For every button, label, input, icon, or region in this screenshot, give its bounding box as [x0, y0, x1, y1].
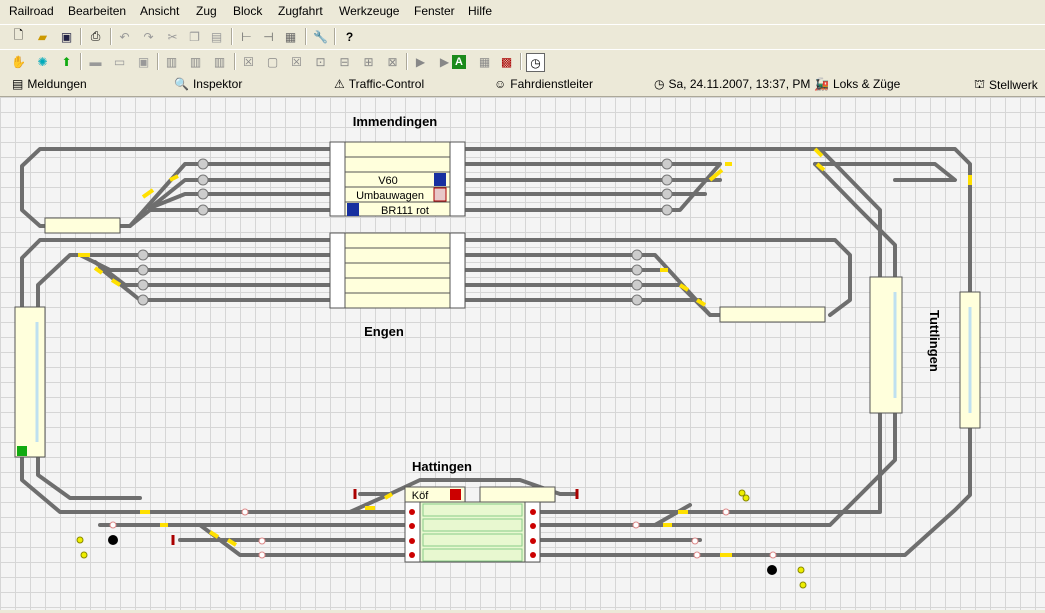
- clock-icon[interactable]: ◷: [526, 53, 545, 72]
- hattingen-blocks[interactable]: [404, 501, 541, 563]
- menu-bearbeiten[interactable]: Bearbeiten: [68, 4, 127, 18]
- open-icon[interactable]: ▰: [37, 29, 48, 44]
- clock-icon: ◷: [654, 77, 665, 91]
- traffic-icon: ⚠: [334, 77, 345, 91]
- tuttlingen-block-1[interactable]: [869, 276, 903, 414]
- dispatcher-icon: ☺: [494, 77, 507, 91]
- menu-block[interactable]: Block: [233, 4, 263, 18]
- track-layout: Immendingen V60 Umbauwagen BR111 rot Eng…: [14, 114, 981, 589]
- siding-block-engen[interactable]: [719, 306, 826, 323]
- tools-icon[interactable]: 🔧: [313, 29, 328, 44]
- control-toolbar: ✋ ✺ ⬆ ▬ ▭ ▣ ▥ ▥ ▥ ☒ ▢ ☒ ⊡ ⊟ ⊞ ⊠ ▶ ▶ A ▦ …: [0, 49, 1045, 75]
- tag-icon[interactable]: ▶: [415, 54, 426, 69]
- menu-ansicht[interactable]: Ansicht: [140, 4, 180, 18]
- occupied-segments: [78, 147, 972, 557]
- lamp-indicators: [76, 489, 807, 589]
- signal-box-icon[interactable]: ▩: [500, 54, 513, 69]
- arrow-box-icon[interactable]: ⊞: [363, 54, 374, 69]
- tracks: [20, 147, 972, 557]
- block-icon[interactable]: ▥: [165, 54, 178, 69]
- signalbox-icon: ⛫: [974, 77, 986, 91]
- engen-blocks[interactable]: [329, 232, 466, 309]
- enter-icon[interactable]: ⊡: [315, 54, 326, 69]
- cross-icon[interactable]: ☒: [291, 54, 302, 69]
- menu-railroad[interactable]: Railroad: [9, 4, 54, 18]
- station-hattingen: Hattingen: [412, 459, 472, 474]
- block3-icon[interactable]: ▥: [213, 54, 226, 69]
- immendingen-blocks[interactable]: [329, 141, 466, 217]
- emergency-icon[interactable]: ✺: [37, 54, 48, 69]
- stop-icon[interactable]: ✋: [11, 54, 26, 69]
- station-immendingen: Immendingen: [353, 114, 438, 129]
- redo-icon[interactable]: ↷: [143, 29, 154, 44]
- cut-icon[interactable]: ✂: [167, 29, 178, 44]
- inspector-icon: 🔍: [174, 77, 189, 91]
- db-icon[interactable]: ▦: [478, 54, 491, 69]
- tag2-icon[interactable]: ▶: [439, 54, 450, 69]
- siding-block-immendingen[interactable]: [44, 217, 121, 234]
- menu-hilfe[interactable]: Hilfe: [468, 4, 493, 18]
- undo-icon[interactable]: ↶: [119, 29, 130, 44]
- hattingen-signals[interactable]: [109, 508, 777, 559]
- train-koef[interactable]: Köf: [412, 490, 429, 502]
- menu-fenster[interactable]: Fenster: [414, 4, 455, 18]
- square-icon[interactable]: ▢: [266, 54, 279, 69]
- panel-meldungen[interactable]: ▤Meldungen: [12, 77, 87, 91]
- paste-icon[interactable]: ▤: [210, 29, 223, 44]
- datetime[interactable]: ◷Sa, 24.11.2007, 13:37, PM: [654, 77, 811, 91]
- hattingen-siding-block[interactable]: [479, 486, 556, 503]
- help-icon[interactable]: ?: [345, 29, 354, 44]
- new-icon[interactable]: 🗋: [13, 28, 24, 42]
- block2-icon[interactable]: ▥: [189, 54, 202, 69]
- train-br111[interactable]: BR111 rot: [381, 205, 429, 217]
- menu-zug[interactable]: Zug: [196, 4, 217, 18]
- panels-bar: ▤Meldungen 🔍Inspektor ⚠Traffic-Control ☺…: [0, 74, 1045, 97]
- track-diagram[interactable]: Immendingen V60 Umbauwagen BR111 rot Eng…: [0, 97, 1045, 610]
- koef-loco-icon[interactable]: [450, 489, 461, 500]
- main-toolbar: 🗋 ▰ ▣ ⎙ ↶ ↷ ✂ ❐ ▤ ⊢ ⊣ ▦ 🔧 ?: [0, 24, 1045, 50]
- loco-icon: 🚂: [814, 77, 829, 91]
- exit-icon[interactable]: ⊟: [339, 54, 350, 69]
- properties-icon[interactable]: ▦: [284, 29, 297, 44]
- messages-icon: ▤: [12, 77, 24, 91]
- station-tuttlingen: Tuttlingen: [927, 310, 942, 372]
- panel-inspektor[interactable]: 🔍Inspektor: [174, 77, 243, 91]
- panel-traffic[interactable]: ⚠Traffic-Control: [334, 77, 425, 91]
- signals[interactable]: [137, 158, 673, 306]
- panel-stellwerk[interactable]: ⛫Stellwerk: [974, 77, 1038, 92]
- save-icon[interactable]: ▣: [60, 29, 73, 44]
- arrow-right-box-icon[interactable]: ⊠: [387, 54, 398, 69]
- print-icon[interactable]: ⎙: [90, 29, 101, 43]
- menu-werkzeuge[interactable]: Werkzeuge: [339, 4, 400, 18]
- close-block-icon[interactable]: ☒: [243, 54, 254, 69]
- loco-icon[interactable]: ▬: [89, 54, 102, 69]
- menu-zugfahrt[interactable]: Zugfahrt: [278, 4, 323, 18]
- left-vertical-block[interactable]: [14, 306, 46, 458]
- station-engen: Engen: [364, 324, 404, 339]
- train-v60[interactable]: V60: [378, 175, 398, 187]
- align-left-icon[interactable]: ⊢: [241, 29, 252, 44]
- go-icon[interactable]: ⬆: [61, 54, 72, 69]
- train-umbau[interactable]: Umbauwagen: [356, 190, 424, 202]
- align-right-icon[interactable]: ⊣: [263, 29, 274, 44]
- panel-fahrdienst[interactable]: ☺Fahrdienstleiter: [494, 77, 593, 91]
- wagon-icon[interactable]: ▭: [113, 54, 126, 69]
- disk-icon[interactable]: ▣: [137, 54, 150, 69]
- panel-loks[interactable]: 🚂Loks & Züge: [814, 77, 901, 91]
- buffer-stops: [171, 489, 579, 545]
- a-icon[interactable]: A: [452, 55, 466, 69]
- copy-icon[interactable]: ❐: [189, 29, 200, 44]
- menu-bar: Railroad Bearbeiten Ansicht Zug Block Zu…: [0, 0, 1045, 22]
